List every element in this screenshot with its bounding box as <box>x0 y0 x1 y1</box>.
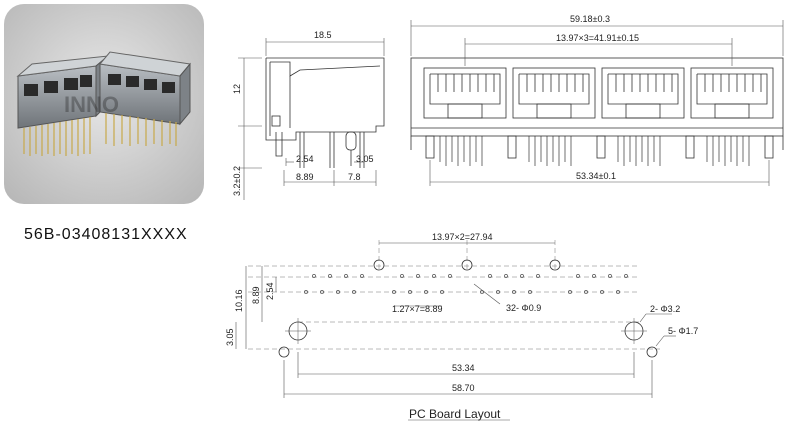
port-2 <box>512 67 596 119</box>
front-view-dimensions <box>410 20 784 186</box>
dim-span-outer: 58.70 <box>452 383 475 393</box>
dim-side-height: 12 <box>232 84 242 94</box>
dim-side-width: 18.5 <box>314 30 332 40</box>
part-number-label: 56B-03408131XXXX <box>24 226 188 243</box>
dim-overall-width: 59.18±0.3 <box>570 14 610 24</box>
dim-peg-span: 53.34±0.1 <box>576 171 616 181</box>
connector-left <box>16 54 110 156</box>
pcb-layout <box>248 240 660 358</box>
dim-mount-holes: 2- Φ3.2 <box>650 304 680 314</box>
front-view <box>410 57 784 166</box>
port-1 <box>423 67 507 119</box>
dim-port-pitch: 13.97×3=41.91±0.15 <box>556 33 639 43</box>
port-3 <box>601 67 685 119</box>
dim-pin-pitch: 1.27×7=8.89 <box>392 304 443 314</box>
side-view-dimensions <box>238 38 385 200</box>
pcb-layout-title: PC Board Layout <box>409 407 501 421</box>
dim-row-2: 7.8 <box>348 172 361 182</box>
photo-watermark: INNO <box>64 92 119 117</box>
dim-pin-offset-2: 3.05 <box>356 154 374 164</box>
pcb-dimensions <box>235 242 676 421</box>
dim-height-c: 3.05 <box>225 328 235 346</box>
port-4 <box>690 67 774 119</box>
dim-span-inner: 53.34 <box>452 363 475 373</box>
dim-height-a: 8.89 <box>251 286 261 304</box>
dim-row-1: 8.89 <box>296 172 314 182</box>
product-photo: INNO <box>4 4 204 204</box>
dim-locating-pitch: 13.97×2=27.94 <box>432 232 493 242</box>
dim-small-holes: 5- Φ1.7 <box>668 326 698 336</box>
dim-pin-offset-1: 2.54 <box>296 154 314 164</box>
connector-illustration: INNO <box>16 51 191 156</box>
dim-height-total: 10.16 <box>234 289 244 312</box>
side-view <box>265 57 385 168</box>
dim-pin-holes: 32- Φ0.9 <box>506 303 541 313</box>
dim-height-b: 2.54 <box>265 282 275 300</box>
connector-right <box>99 51 191 146</box>
dim-pin-depth: 3.2±0.2 <box>232 166 242 196</box>
